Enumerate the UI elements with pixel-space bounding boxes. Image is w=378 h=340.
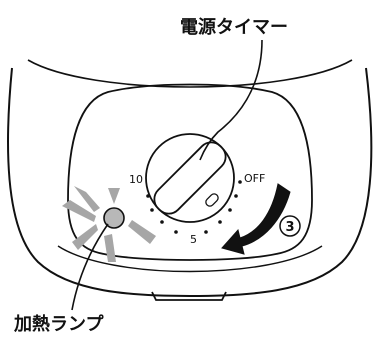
- dial-grip[interactable]: [149, 137, 231, 219]
- timer-label: 電源タイマー: [180, 16, 288, 38]
- lamp-glow-rays: [62, 186, 156, 262]
- dial-pointer-mark: [205, 193, 219, 207]
- dial-mark-off: OFF: [244, 172, 265, 185]
- rotation-arrow: [221, 183, 291, 255]
- timer-label-leader: [199, 39, 263, 161]
- panel-lower-curve: [57, 245, 323, 273]
- dial-mark-10: 10: [129, 173, 143, 186]
- heating-lamp: [103, 207, 125, 229]
- lamp-label-leader: [71, 223, 109, 311]
- lamp-label: 加熱ランプ: [13, 313, 104, 335]
- step-number-text: 3: [285, 220, 294, 235]
- step-number-badge: 3: [279, 215, 301, 237]
- appliance-top-rim: [27, 59, 353, 88]
- appliance-body-outline: [7, 67, 373, 298]
- appliance-foot: [151, 291, 227, 301]
- dial-mark-5: 5: [190, 233, 197, 246]
- dial-scale-dots: [146, 180, 242, 234]
- control-panel-outline: [67, 83, 313, 261]
